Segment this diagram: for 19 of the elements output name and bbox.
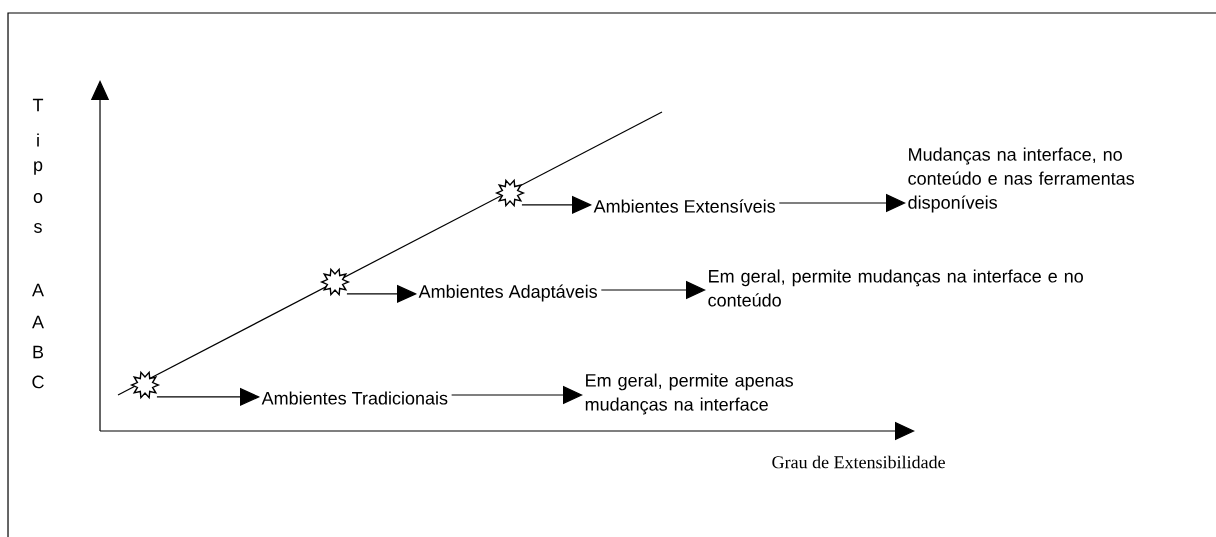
description-text: Em geral, permite mudanças na interface e no conteúdo	[708, 269, 1083, 307]
star-mark	[494, 178, 526, 208]
axis-letter: B	[33, 345, 44, 359]
star-mark	[319, 267, 351, 297]
axis-letter: i	[37, 133, 39, 147]
axis-letter: o	[33, 193, 43, 203]
description-text: Em geral, permite apenas mudanças na interface	[585, 373, 793, 415]
environment-label: Ambientes Extensíveis	[593, 199, 775, 213]
axis-letter: A	[32, 283, 44, 297]
axis-letter: T	[32, 98, 44, 112]
environment-label: Ambientes Adaptáveis	[418, 284, 598, 302]
axis-letter: s	[34, 223, 42, 233]
axis-letter: p	[34, 161, 43, 175]
axis-letter: A	[32, 315, 44, 329]
axis-letter: C	[32, 375, 44, 389]
star-mark	[129, 370, 161, 400]
axis-title: Grau de Extensibilidade	[772, 455, 945, 469]
description-text: Mudanças na interface, no conteúdo e nas ferramentas disponíveis	[908, 147, 1135, 213]
environment-label: Ambientes Tradicionais	[261, 391, 448, 405]
